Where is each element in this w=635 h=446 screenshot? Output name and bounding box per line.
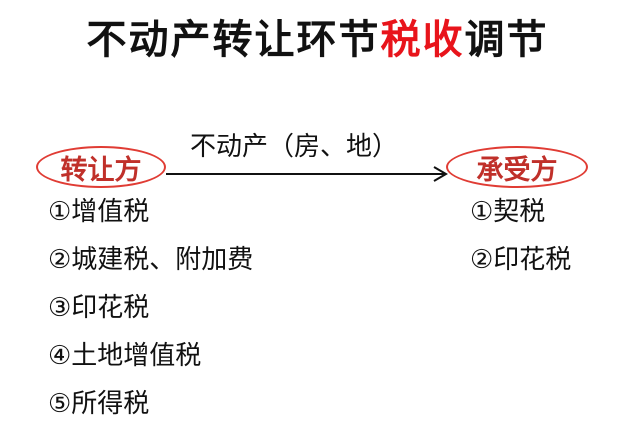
arrow-label: 不动产（房、地） xyxy=(190,132,399,162)
transferor-tax-item: ④土地增值税 xyxy=(48,341,202,371)
transferee-label: 承受方 xyxy=(476,154,558,186)
transferee-oval: 承受方 xyxy=(446,146,588,188)
page-title: 不动产转让环节税收调节 xyxy=(0,8,635,72)
transferor-tax-item: ②城建税、附加费 xyxy=(48,245,254,275)
transferor-tax-item: ③印花税 xyxy=(48,293,150,323)
transferor-tax-item: ①增值税 xyxy=(48,197,150,227)
title-suffix: 调节 xyxy=(464,17,549,63)
title-highlight: 税收 xyxy=(380,17,465,63)
transferor-tax-item: ⑤所得税 xyxy=(48,389,150,419)
transferee-tax-item: ②印花税 xyxy=(470,245,572,275)
transferor-tax-list: ①增值税 ②城建税、附加费 ③印花税 ④土地增值税 ⑤所得税 xyxy=(48,188,253,428)
transferor-oval: 转让方 xyxy=(36,146,166,188)
transferee-tax-list: ①契税 ②印花税 xyxy=(470,188,571,284)
title-prefix: 不动产转让环节 xyxy=(86,17,381,63)
transferee-tax-item: ①契税 xyxy=(470,197,546,227)
transferor-label: 转让方 xyxy=(60,154,142,186)
